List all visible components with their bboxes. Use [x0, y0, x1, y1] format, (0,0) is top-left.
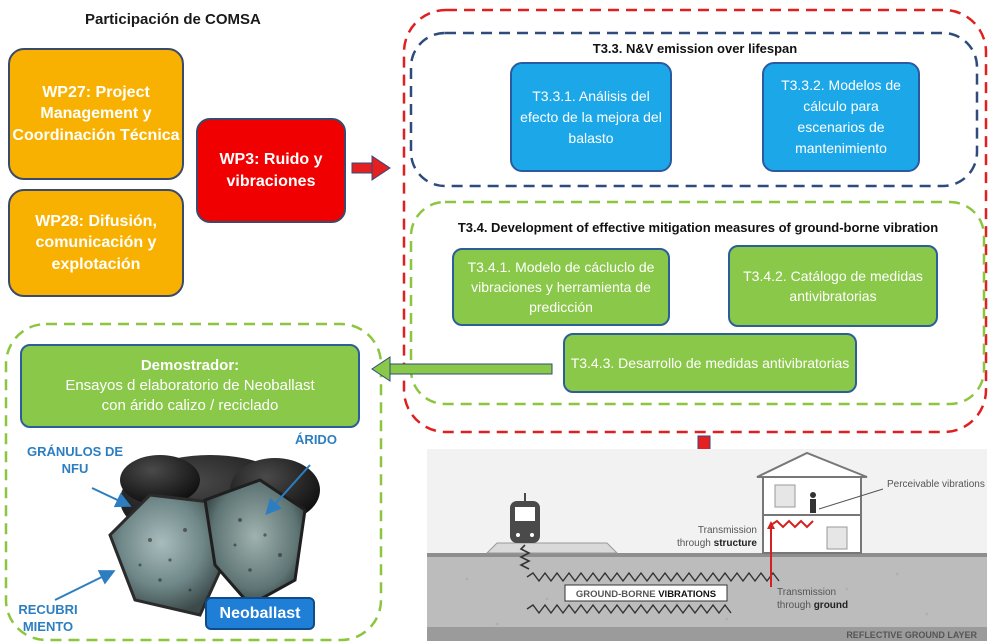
structure-label: Transmission	[698, 525, 757, 536]
vibration-illustration: REFLECTIVE GROUND LAYER GROUND-BORNE VIB…	[427, 449, 987, 641]
gbv-label: GROUND-BORNE VIBRATIONS	[576, 589, 716, 600]
t33-frame	[409, 31, 979, 188]
t341-box: T3.4.1. Modelo de cácluclo de vibracione…	[452, 248, 670, 326]
page-title: Participación de COMSA	[85, 11, 261, 28]
t33-title: T3.3. N&V emission over lifespan	[592, 41, 798, 56]
t342-box: T3.4.2. Catálogo de medidas antivibrator…	[728, 245, 938, 327]
demo-line1: Ensayos d elaboratorio de Neoballast	[65, 376, 315, 394]
label-arido: ÁRIDO	[295, 432, 337, 447]
t343-box: T3.4.3. Desarrollo de medidas antivibrat…	[563, 333, 857, 393]
demo-box: Demostrador: Ensayos d elaboratorio de N…	[20, 344, 360, 428]
label-granulos: GRÁNULOS DE NFU	[26, 444, 124, 476]
t34-title: T3.4. Development of effective mitigatio…	[457, 220, 939, 235]
t332-box: T3.3.2. Modelos de cálculo para escenari…	[762, 62, 920, 172]
footer-label: REFLECTIVE GROUND LAYER	[846, 630, 977, 640]
building-icon	[756, 451, 868, 554]
arrow-wp3-to-tasks	[351, 155, 391, 181]
neoballast-badge: Neoballast	[205, 597, 315, 630]
label-recubrimiento: RECUBRI MIENTO	[18, 602, 78, 634]
wp27-label: WP27: Project Management y Coordinación …	[12, 83, 180, 144]
t34-frame	[409, 200, 986, 406]
wp28-box: WP28: Difusión, comunicación y explotaci…	[8, 189, 184, 297]
wp3-box: WP3: Ruido y vibraciones	[196, 118, 346, 223]
ground-label-2: through ground	[777, 600, 848, 611]
t341-label: T3.4.1. Modelo de cácluclo de vibracione…	[467, 258, 655, 316]
ground-label: Transmission	[777, 587, 836, 598]
demo-frame	[4, 322, 383, 642]
person-icon	[810, 492, 816, 513]
structure-label-2: through structure	[677, 538, 757, 549]
neoballast-badge-label: Neoballast	[219, 604, 301, 622]
t343-label: T3.4.3. Desarrollo de medidas antivibrat…	[570, 354, 850, 371]
t331-box: T3.3.1. Análisis del efecto de la mejora…	[510, 62, 672, 172]
t332-label: T3.3.2. Modelos de cálculo para escenari…	[781, 77, 901, 156]
demo-title: Demostrador:	[140, 356, 240, 374]
wp3-label: WP3: Ruido y vibraciones	[219, 150, 323, 190]
tram-icon	[510, 493, 540, 543]
wp27-box: WP27: Project Management y Coordinación …	[8, 48, 184, 180]
demo-line2: con árido calizo / reciclado	[101, 397, 279, 415]
t331-label: T3.3.1. Análisis del efecto de la mejora…	[520, 87, 662, 146]
perceivable-label: Perceivable vibrations	[887, 479, 985, 490]
wp3-scope-frame	[402, 8, 988, 434]
t342-label: T3.4.2. Catálogo de medidas antivibrator…	[743, 267, 923, 304]
arrow-tasks-to-demo	[371, 356, 553, 382]
wp28-label: WP28: Difusión, comunicación y explotaci…	[35, 212, 157, 273]
neoballast-photo	[108, 455, 320, 617]
